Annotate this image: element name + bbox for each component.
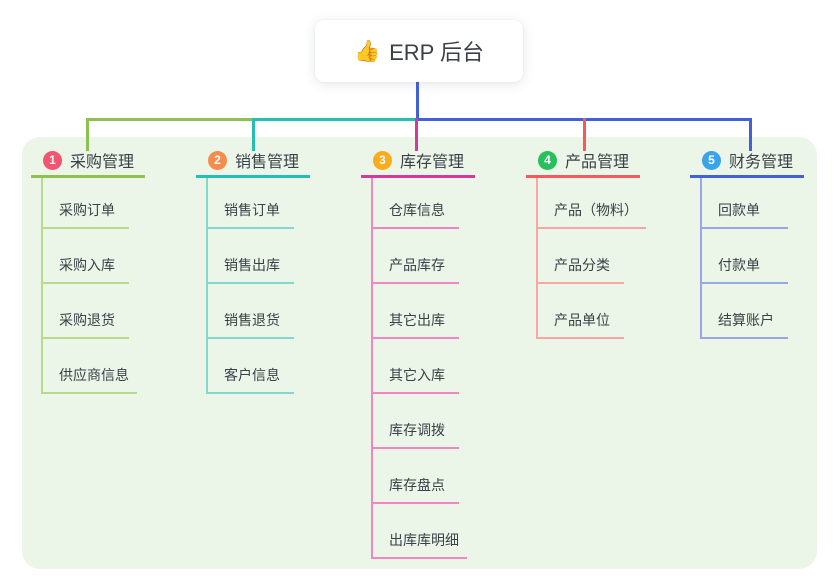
root-node[interactable]: 👍 ERP 后台 — [315, 20, 523, 82]
branch-child-item[interactable]: 出库库明细 — [373, 504, 467, 559]
branch-child-item[interactable]: 回款单 — [702, 178, 788, 229]
branch-child-item[interactable]: 仓库信息 — [373, 178, 459, 229]
branch-drop-line — [252, 118, 255, 151]
branch-item-list: 销售订单销售出库销售退货客户信息 — [206, 178, 310, 394]
root-title: ERP 后台 — [389, 40, 485, 65]
branch-drop-line — [415, 118, 418, 151]
branch-item-list: 采购订单采购入库采购退货供应商信息 — [41, 178, 145, 394]
branch-child-item[interactable]: 其它入库 — [373, 339, 459, 394]
branch-label: 产品管理 — [565, 154, 630, 171]
branch-child-item[interactable]: 库存盘点 — [373, 449, 459, 504]
branch-child-item[interactable]: 采购入库 — [43, 229, 129, 284]
branch-header[interactable]: 3 库存管理 — [361, 145, 475, 178]
root-stem-line — [416, 82, 419, 121]
branch-child-item[interactable]: 采购退货 — [43, 284, 129, 339]
branch-drop-line — [749, 118, 752, 151]
branch-child-item[interactable]: 其它出库 — [373, 284, 459, 339]
thumbs-up-icon: 👍 — [353, 39, 381, 63]
branch-number-badge: 4 — [538, 150, 557, 170]
branch-column: 4 产品管理 产品（物料）产品分类产品单位 — [526, 145, 646, 339]
branch-header[interactable]: 5 财务管理 — [690, 145, 804, 178]
bus-segment-middle — [252, 118, 416, 121]
bus-segment-left — [86, 118, 255, 121]
branch-column: 2 销售管理 销售订单销售出库销售退货客户信息 — [196, 145, 310, 394]
branch-number-badge: 1 — [43, 150, 62, 170]
branch-header[interactable]: 2 销售管理 — [196, 145, 310, 178]
branch-child-item[interactable]: 库存调拨 — [373, 394, 459, 449]
branch-child-item[interactable]: 供应商信息 — [43, 339, 137, 394]
branch-child-item[interactable]: 产品库存 — [373, 229, 459, 284]
branch-child-item[interactable]: 产品分类 — [538, 229, 624, 284]
branch-child-item[interactable]: 结算账户 — [702, 284, 788, 339]
branch-child-item[interactable]: 销售退货 — [208, 284, 294, 339]
branch-drop-line — [583, 118, 586, 151]
branch-child-item[interactable]: 销售订单 — [208, 178, 294, 229]
branch-number-badge: 2 — [208, 150, 227, 170]
branch-label: 库存管理 — [400, 154, 465, 171]
branch-label: 采购管理 — [70, 154, 135, 171]
branch-header[interactable]: 1 采购管理 — [31, 145, 145, 178]
branch-child-item[interactable]: 产品单位 — [538, 284, 624, 339]
branch-header[interactable]: 4 产品管理 — [526, 145, 640, 178]
branch-label: 财务管理 — [729, 154, 794, 171]
branch-child-item[interactable]: 付款单 — [702, 229, 788, 284]
branch-item-list: 产品（物料）产品分类产品单位 — [536, 178, 646, 339]
branch-child-item[interactable]: 采购订单 — [43, 178, 129, 229]
branch-item-list: 回款单付款单结算账户 — [700, 178, 804, 339]
branch-column: 3 库存管理 仓库信息产品库存其它出库其它入库库存调拨库存盘点出库库明细 — [361, 145, 475, 559]
branch-drop-line — [86, 118, 89, 151]
branch-child-item[interactable]: 销售出库 — [208, 229, 294, 284]
branches-panel — [22, 137, 817, 569]
branch-child-item[interactable]: 客户信息 — [208, 339, 294, 394]
branch-label: 销售管理 — [235, 154, 300, 171]
branch-child-item[interactable]: 产品（物料） — [538, 178, 646, 229]
branch-column: 1 采购管理 采购订单采购入库采购退货供应商信息 — [31, 145, 145, 394]
branch-number-badge: 3 — [373, 150, 392, 170]
branch-item-list: 仓库信息产品库存其它出库其它入库库存调拨库存盘点出库库明细 — [371, 178, 475, 559]
branch-column: 5 财务管理 回款单付款单结算账户 — [690, 145, 804, 339]
branch-number-badge: 5 — [702, 150, 721, 170]
